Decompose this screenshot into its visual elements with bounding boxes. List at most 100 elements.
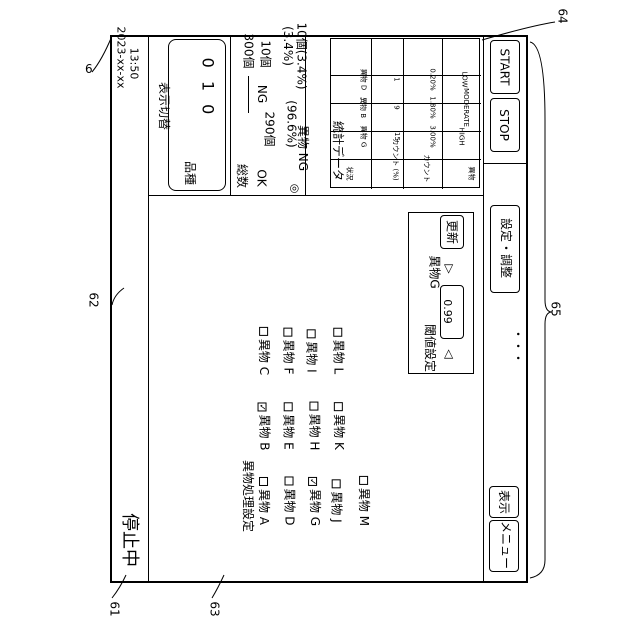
- checkbox-icon[interactable]: [259, 327, 268, 336]
- checkbox-icon[interactable]: [307, 329, 316, 338]
- stats-g-name: 異物 G: [359, 126, 366, 148]
- foreign-checkbox-label: 異物 H: [307, 414, 321, 451]
- foreign-checkbox-label: 異物 D: [283, 488, 297, 525]
- checkbox-icon[interactable]: [284, 402, 293, 411]
- status-text: 停止中: [120, 513, 138, 567]
- stats-header-foreign: 異物: [468, 167, 475, 181]
- stats-b-rate: 1.80%: [429, 96, 436, 118]
- product-value: 0 1 0: [199, 58, 215, 119]
- stats-g-count: 15: [393, 132, 400, 141]
- stats-g-status: HIGH: [458, 127, 465, 145]
- checkbox-checked-icon[interactable]: ✓: [258, 402, 267, 411]
- decrease-arrow-icon[interactable]: ◁: [444, 349, 456, 358]
- checkbox-checked-icon[interactable]: ✓: [308, 477, 317, 486]
- checkbox-icon[interactable]: [359, 476, 368, 485]
- ref-63: 63: [209, 601, 221, 616]
- more-ellipsis[interactable]: ・・・: [512, 328, 524, 364]
- threshold-label: 閾値設定: [424, 324, 436, 372]
- foreign-checkbox-item[interactable]: 異物 H: [308, 402, 320, 451]
- stats-header-rate: カウント (%): [392, 138, 399, 180]
- display-button-label: 表示: [498, 490, 510, 514]
- stats-table: [330, 38, 480, 188]
- bottom-bar-divider: [483, 35, 484, 583]
- foreign-checkbox-item[interactable]: 異物 E: [283, 402, 295, 449]
- foreign-checkbox-item[interactable]: 異物 K: [333, 402, 345, 450]
- foreign-checkbox-label: 異物 G: [308, 489, 322, 526]
- increase-arrow-icon[interactable]: ▷: [444, 264, 456, 273]
- status-bar-divider: [148, 35, 149, 583]
- foreign-checkbox-label: 異物 K: [332, 414, 346, 450]
- checkbox-icon[interactable]: [332, 479, 341, 488]
- foreign-checkbox-item[interactable]: 異物 J: [331, 479, 343, 522]
- foreign-checkbox-label: 異物 C: [257, 339, 271, 375]
- foreign-checkbox-label: 異物 L: [331, 340, 345, 375]
- stats-g-rate: 3.00%: [429, 125, 436, 147]
- start-button-label: START: [499, 48, 511, 85]
- ref-65: 65: [550, 301, 562, 316]
- ok-count: 290個: [263, 112, 275, 147]
- update-button-label: 更新: [446, 220, 458, 244]
- foreign-checkbox-label: 異物 I: [305, 341, 319, 372]
- checkbox-icon[interactable]: [333, 328, 342, 337]
- display-button[interactable]: 表示: [489, 486, 519, 518]
- info-divider: [148, 195, 483, 196]
- total-label: 総数: [236, 164, 248, 188]
- ng-count: 10個: [260, 40, 272, 67]
- foreign-checkbox-label: 異物 F: [281, 340, 295, 375]
- stats-d-rate: 0.20%: [429, 68, 436, 90]
- foreign-checkbox-label: 異物 E: [282, 414, 296, 449]
- menu-button[interactable]: メニュー: [489, 520, 519, 572]
- stats-b-name: 異物 B: [359, 97, 366, 118]
- start-button[interactable]: START: [490, 40, 520, 94]
- foreign-ng-value: 10個(3.4%): [296, 22, 308, 89]
- ok-label: OK: [256, 169, 268, 186]
- time-text: 13:50: [128, 48, 139, 80]
- ng-label: NG: [256, 85, 268, 103]
- settings-button[interactable]: 設定・調整: [490, 205, 520, 293]
- stop-button-label: STOP: [498, 109, 510, 141]
- total-value: 300個: [242, 34, 254, 69]
- stop-button[interactable]: STOP: [490, 98, 520, 152]
- ref-61: 61: [109, 601, 121, 616]
- ng-rate: (3.4%): [282, 26, 294, 66]
- update-button[interactable]: 更新: [440, 215, 464, 249]
- settings-button-label: 設定・調整: [500, 218, 512, 278]
- foreign-checkbox-item[interactable]: 異物 L: [332, 328, 344, 375]
- stats-d-name: 異物 D: [359, 69, 366, 91]
- foreign-settings-title: 異物処理設定: [242, 460, 254, 532]
- foreign-checkbox-item[interactable]: 異物 A: [258, 477, 270, 525]
- foreign-checkbox-label: 異物 A: [257, 489, 271, 525]
- ref-64: 64: [557, 8, 569, 23]
- threshold-value-field[interactable]: 0.99: [440, 285, 464, 339]
- stats-d-status: LOW: [461, 71, 468, 87]
- foreign-checkbox-label: 異物 J: [330, 491, 344, 522]
- checkbox-icon[interactable]: [259, 477, 268, 486]
- foreign-checkbox-item[interactable]: 異物 F: [282, 328, 294, 375]
- stats-header-count: カウント: [423, 155, 430, 183]
- stats-b-status: MODERATE: [462, 88, 469, 127]
- threshold-value: 0.99: [442, 299, 453, 324]
- foreign-checkbox-item[interactable]: ✓ 異物 G: [308, 477, 321, 526]
- date-text: 2023-xx-xx: [115, 27, 126, 89]
- foreign-checkbox-item[interactable]: ✓ 異物 B: [258, 402, 271, 450]
- threshold-target: 異物G: [429, 255, 441, 288]
- foreign-checkbox-item[interactable]: 異物 I: [306, 329, 318, 372]
- panel-divider-1: [230, 35, 231, 195]
- foreign-checkbox-item[interactable]: 異物 M: [358, 476, 370, 526]
- foreign-checkbox-label: 異物 M: [357, 488, 371, 526]
- start-stop-divider: [483, 163, 528, 164]
- ng-divider: [248, 76, 249, 113]
- product-label: 品種: [184, 161, 196, 185]
- menu-button-label: メニュー: [500, 521, 512, 569]
- stats-header-status: 状況: [346, 167, 353, 181]
- checkbox-icon[interactable]: [285, 476, 294, 485]
- checkbox-icon[interactable]: [283, 328, 292, 337]
- checkbox-icon[interactable]: [309, 402, 318, 411]
- ref-62: 62: [88, 292, 100, 307]
- foreign-checkbox-item[interactable]: 異物 D: [284, 476, 296, 525]
- ref-6: 6: [85, 62, 93, 76]
- foreign-checkbox-label: 異物 B: [258, 414, 272, 450]
- foreign-marker-icon: ◎: [289, 184, 300, 194]
- foreign-checkbox-item[interactable]: 異物 C: [258, 327, 270, 375]
- checkbox-icon[interactable]: [334, 402, 343, 411]
